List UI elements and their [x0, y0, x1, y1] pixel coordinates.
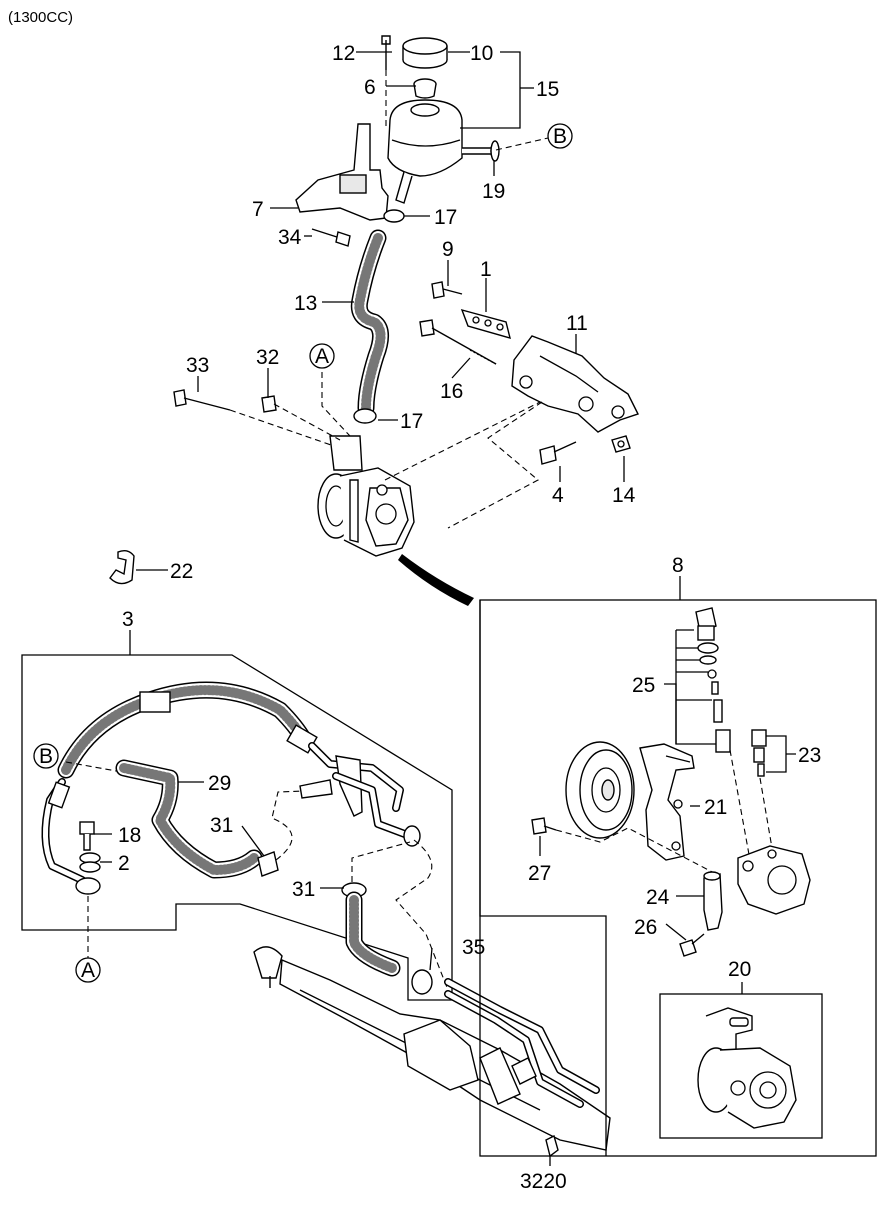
connection-marker-a-bottom: A	[75, 957, 101, 983]
suction-hose	[350, 229, 389, 424]
reservoir-assembly	[295, 35, 500, 247]
callout-19: 19	[482, 180, 505, 203]
callout-12: 12	[332, 42, 355, 65]
callout-32: 32	[256, 346, 279, 369]
callout-1: 1	[480, 258, 492, 281]
callout-25: 25	[632, 674, 655, 697]
callout-26: 26	[634, 916, 657, 939]
detail-arrow	[398, 554, 474, 606]
pump-detail-parts	[531, 607, 811, 957]
svg-text:A: A	[315, 345, 329, 368]
hose-group-frame	[21, 654, 453, 1001]
callout-2: 2	[118, 852, 130, 875]
power-steering-pump-upper	[173, 372, 541, 557]
callout-4: 4	[552, 484, 564, 507]
callout-numbers: 12 10 6 15 19 7 17 34 9 1 13 11 33 32 16…	[118, 42, 821, 1193]
callout-9: 9	[442, 238, 454, 261]
callout-33: 33	[186, 354, 209, 377]
callout-23: 23	[798, 744, 821, 767]
connection-marker-a-top: A	[309, 343, 335, 369]
return-hose	[115, 759, 333, 879]
callout-27: 27	[528, 862, 551, 885]
callout-16: 16	[440, 380, 463, 403]
callout-7: 7	[252, 198, 264, 221]
engine-variant-label: (1300CC)	[8, 9, 73, 26]
connection-marker-b-left: B	[33, 743, 59, 769]
callout-14: 14	[612, 484, 636, 507]
callout-6: 6	[364, 76, 376, 99]
callout-17-top: 17	[434, 206, 457, 229]
callout-29: 29	[208, 772, 231, 795]
callout-21: 21	[704, 796, 727, 819]
callout-8: 8	[672, 554, 684, 577]
callout-11: 11	[566, 312, 588, 335]
callout-3220: 3220	[520, 1170, 567, 1193]
callout-10: 10	[470, 42, 493, 65]
svg-text:B: B	[553, 125, 567, 148]
callout-15: 15	[536, 78, 559, 101]
callout-3: 3	[122, 608, 134, 631]
callout-24: 24	[646, 886, 670, 909]
lower-return-hose	[341, 839, 449, 995]
svg-text:B: B	[39, 745, 53, 768]
callout-17-mid: 17	[400, 410, 423, 433]
callout-22: 22	[170, 560, 193, 583]
pump-assembly-frame	[659, 993, 823, 1139]
leader-lines	[94, 51, 796, 1166]
callout-13: 13	[294, 292, 317, 315]
svg-text:A: A	[81, 959, 95, 982]
connection-marker-b-top: B	[495, 123, 573, 151]
callout-18: 18	[118, 824, 141, 847]
callout-35: 35	[462, 936, 485, 959]
clamp-22	[109, 549, 135, 585]
callout-31-lower: 31	[292, 878, 315, 901]
callout-31-upper: 31	[210, 814, 233, 837]
callout-20: 20	[728, 958, 751, 981]
callout-34: 34	[278, 226, 302, 249]
pressure-hose-assembly	[41, 681, 421, 958]
pump-bracket-assembly	[419, 281, 639, 529]
pump-assembly-20	[697, 1007, 797, 1129]
